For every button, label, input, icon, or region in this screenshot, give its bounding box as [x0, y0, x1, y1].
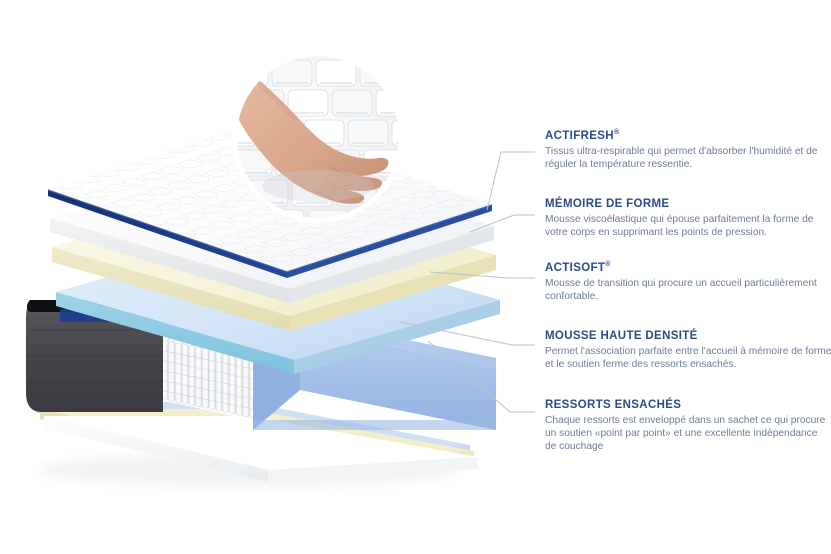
callout-memoire-de-forme-body: Mousse viscoélastique qui épouse parfait…	[545, 213, 814, 239]
callout-actisoft-title: ACTISOFT®	[545, 261, 611, 274]
base-white-top	[44, 416, 478, 470]
actisoft-side-left	[52, 247, 290, 331]
side-fabric-panel	[26, 300, 163, 412]
callout-mousse-haute-densite: MOUSSE HAUTE DENSITÉ Permet l'associatio…	[545, 329, 831, 371]
callout-actisoft: ACTISOFT® Mousse de transition qui procu…	[545, 261, 823, 303]
actisoft-side-right	[290, 255, 496, 331]
leader-ressorts	[427, 340, 535, 413]
base-white-side-right	[268, 457, 478, 482]
callout-mousse-haute-densite-body: Permet l'association parfaite entre l'ac…	[545, 345, 831, 371]
leader-lines	[399, 151, 535, 413]
leader-actisoft	[429, 271, 535, 279]
inset-photo-ring	[232, 51, 404, 223]
callout-actifresh: ACTIFRESH® Tissus ultra-respirable qui p…	[545, 129, 823, 171]
cover-edge-highlight	[47, 189, 493, 273]
leader-actifresh	[486, 151, 535, 211]
callout-mousse-haute-densite-title: MOUSSE HAUTE DENSITÉ	[545, 329, 698, 342]
hd-foam-side-right	[294, 300, 500, 374]
callout-ressorts-ensaches-title: RESSORTS ENSACHÉS	[545, 398, 682, 411]
foam-frame-bottom-edge	[253, 420, 496, 430]
registered-mark: ®	[605, 261, 611, 268]
callout-actisoft-body: Mousse de transition qui procure un accu…	[545, 277, 817, 303]
base-white-side-left	[44, 416, 268, 482]
memory-foam-side-right	[289, 226, 494, 303]
leader-haute-densite	[399, 321, 535, 346]
cover-navy-piping-left	[48, 190, 287, 278]
callout-actifresh-title: ACTIFRESH®	[545, 129, 620, 142]
callout-actifresh-body: Tissus ultra-respirable qui permet d'abs…	[545, 145, 818, 171]
hand-press-shadow	[262, 170, 374, 202]
hd-foam-side-left	[56, 292, 294, 374]
leader-memoire	[469, 214, 535, 233]
memory-foam-side-left	[50, 218, 289, 303]
callout-ressorts-ensaches: RESSORTS ENSACHÉS Chaque ressorts est en…	[545, 398, 831, 453]
callout-memoire-de-forme: MÉMOIRE DE FORME Mousse viscoélastique q…	[545, 197, 823, 239]
callout-memoire-de-forme-title: MÉMOIRE DE FORME	[545, 197, 670, 210]
callout-ressorts-ensaches-body: Chaque ressorts est enveloppé dans un sa…	[545, 414, 826, 453]
finger-lines	[313, 166, 353, 202]
cover-navy-piping-right	[287, 205, 492, 278]
registered-mark: ®	[613, 129, 620, 136]
hand-shape	[236, 62, 389, 204]
